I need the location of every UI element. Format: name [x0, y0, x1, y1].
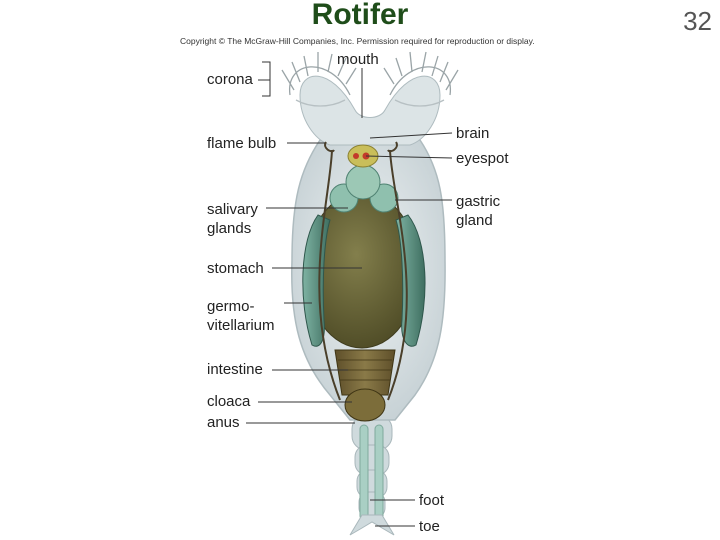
label-cloaca: cloaca [207, 393, 251, 410]
protonephridia-tubes [318, 141, 408, 401]
head-shape [299, 75, 441, 146]
label-salivary-glands-line2: glands [207, 220, 252, 237]
label-salivary-glands-line1: salivary [207, 201, 258, 218]
slide-title: Rotifer [311, 0, 409, 31]
eyespot-shape-2 [353, 153, 359, 159]
toe-shape [349, 514, 395, 536]
germovitellarium-left [302, 214, 331, 347]
slide-number: 32 [683, 6, 712, 36]
label-mouth: mouth [337, 51, 379, 68]
cloaca-shape [344, 388, 386, 422]
label-germovitellarium-line1: germo- [207, 298, 255, 315]
label-flame-bulb: flame bulb [207, 135, 277, 152]
label-gastric-gland-line2: gland [456, 212, 493, 229]
label-intestine: intestine [207, 361, 263, 378]
corona-cilia [281, 51, 459, 107]
pharynx-shape [345, 164, 381, 200]
label-leaders [246, 61, 453, 527]
foot-segments [351, 414, 393, 521]
label-brain: brain [456, 125, 490, 142]
copyright-notice: Copyright © The McGraw-Hill Companies, I… [180, 36, 535, 46]
label-toe: toe [419, 518, 440, 535]
label-corona: corona [207, 71, 253, 88]
label-eyespot: eyespot [456, 150, 509, 167]
label-gastric-gland-line1: gastric [456, 193, 501, 210]
intestine-shape [334, 349, 396, 396]
label-germovitellarium-line2: vitellarium [207, 317, 275, 334]
rotifer-body [281, 51, 459, 536]
label-stomach: stomach [207, 260, 264, 277]
label-anus: anus [207, 414, 240, 431]
label-foot: foot [419, 492, 445, 509]
